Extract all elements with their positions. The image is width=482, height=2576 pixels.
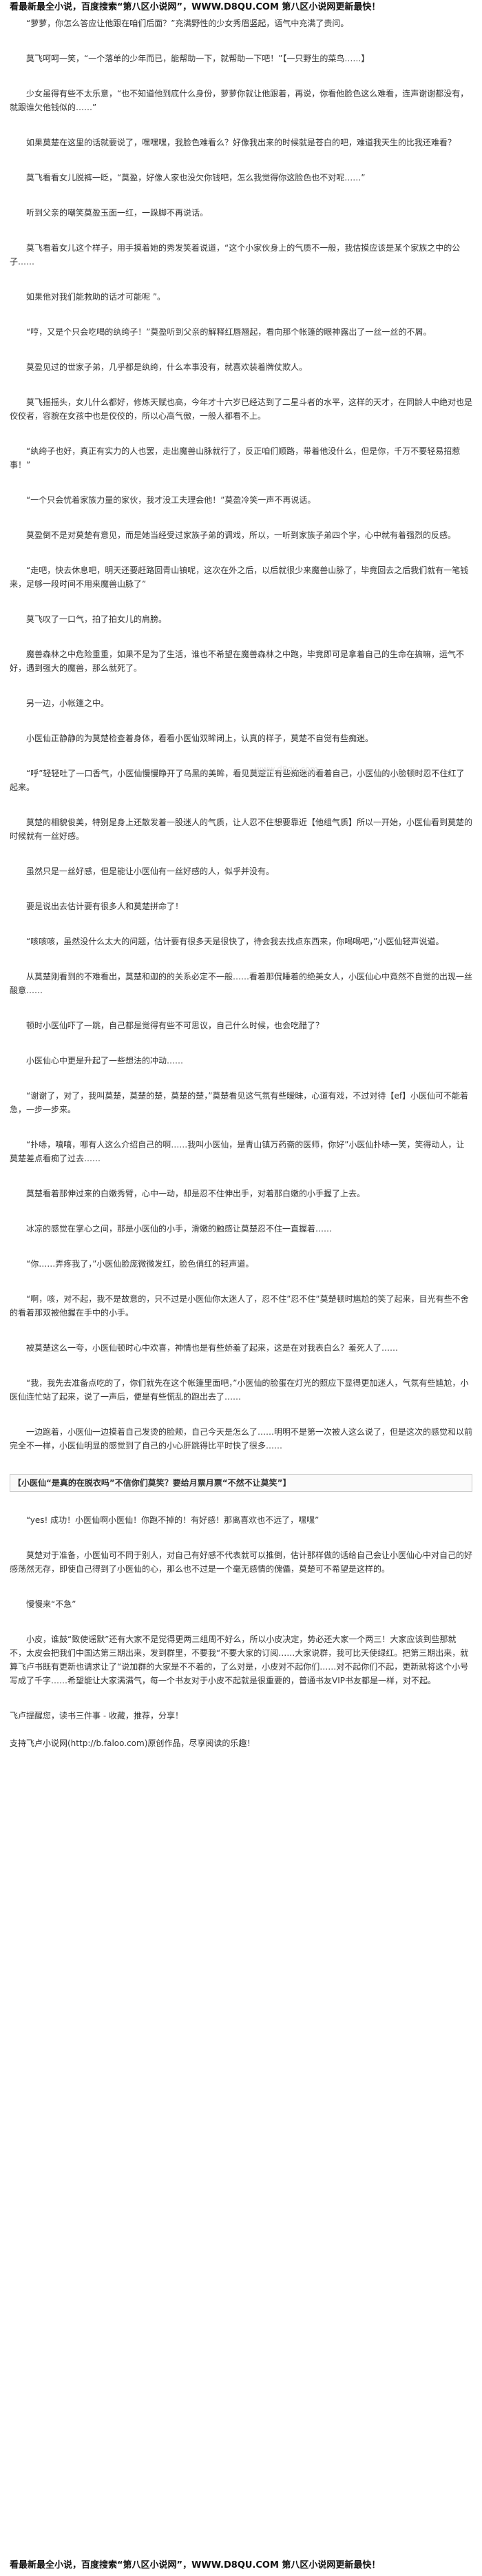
- support-link[interactable]: 支持飞卢小说网(http://b.faloo.com)原创作品，尽享阅读的乐趣！: [10, 1738, 255, 1748]
- paragraph: “萝萝，你怎么答应让他跟在咱们后面？”充满野性的少女秀眉竖起，语气中充满了责问。: [26, 19, 349, 28]
- paragraph: “yes! 成功！小医仙啊小医仙！你跑不掉的！有好感！那离喜欢也不远了，嘿嘿”: [26, 1515, 319, 1525]
- paragraph: 小医仙正静静的为莫楚检查着身体，看看小医仙双眸闭上，认真的样子，莫楚不自觉有些痴…: [26, 734, 374, 743]
- paragraph: “咳咳咳，虽然没什么太大的问题，估计要有很多天是很快了，待会我去找点东西来，你喝…: [26, 937, 444, 946]
- paragraph: “纨绔子也好，真正有实力的人也罢，走出魔兽山脉就行了，反正咱们顺路，带着他没什么…: [10, 446, 461, 470]
- paragraph: 小医仙心中更是升起了一些想法的冲动……: [26, 1056, 184, 1066]
- paragraph: 虽然只是一丝好感，但是能让小医仙有一丝好感的人，似乎并没有。: [26, 866, 275, 876]
- paragraph: 慢慢来“不急”: [26, 1599, 76, 1609]
- top-banner[interactable]: 看最新最全小说，百度搜索“第八区小说网”，WWW.D8QU.COM 第八区小说网…: [10, 2, 381, 12]
- paragraph: 被莫楚这么一夸，小医仙顿时心中欢喜，神情也是有些娇羞了起来，这是在对我表白么？羞…: [26, 1343, 399, 1353]
- paragraph: “你……弄疼我了，”小医仙脸庞微微发红，脸色俏红的轻声道。: [26, 1259, 254, 1269]
- reading-reminder: 飞卢提醒您，读书三件事 - 收藏，推荐，分享！: [10, 1711, 183, 1721]
- paragraph: “我，我先去准备点吃的了，你们就先在这个帐篷里面吧，”小医仙的脸蛋在灯光的照应下…: [10, 1378, 469, 1402]
- paragraph: 莫飞呵呵一笑，“一个落单的少年而已，能帮助一下，就帮助一下吧！”【一只野生的菜鸟…: [26, 54, 370, 63]
- paragraph: “哼，又是个只会吃喝的纨绔子！”莫盈听到父亲的解释红唇翘起，看向那个帐篷的眼神露…: [26, 327, 432, 337]
- paragraph: 听到父亲的嘲笑莫盈玉面一红，一跺脚不再说话。: [26, 208, 209, 218]
- paragraph: 如果莫楚在这里的话就要说了，嘿嘿嘿，我脸色难看么？好像我出来的时候就是苍白的吧，…: [26, 138, 457, 147]
- author-note-box: 【小医仙“是真的在脱衣吗”不信你们莫笑？要给月票月票“不然不让莫笑”】: [10, 1474, 472, 1492]
- paragraph: 莫飞看看女儿脱裤一眨，“莫盈，好像人家也没欠你钱吧，怎么我觉得你这脸色也不对呢……: [26, 173, 366, 183]
- paragraph: 莫盈倒不是对莫楚有意见，而是她当经受过家族子弟的调戏，所以，一听到家族子弟四个字…: [26, 530, 457, 540]
- paragraph: “呼”轻轻吐了一口香气，小医仙慢慢睁开了乌黑的美眸，看见莫楚正有些痴迷的看着自己…: [10, 769, 465, 792]
- paragraph: 莫飞看着女儿这个样子，用手摸着她的秀发笑着说道，“这个小家伙身上的气质不一般，我…: [10, 243, 461, 267]
- paragraph: “一个只会忧着家族力量的家伙，我才没工夫理会他！”莫盈冷笑一声不再说话。: [26, 495, 316, 505]
- paragraph: “谢谢了，对了，我叫莫楚，莫楚的楚，莫楚的楚，”莫楚看见这气氛有些暧昧，心道有戏…: [10, 1091, 469, 1114]
- author-note: 小皮，谁鼓“致使谣默”还有大家不是觉得更两三组周不好么，所以小皮决定，势必还大家…: [10, 1634, 469, 1685]
- paragraph: “扑哧，嘻嘻，哪有人这么介绍自己的啊……我叫小医仙，是青山镇万药斋的医师，你好”…: [10, 1140, 465, 1163]
- paragraph: 莫楚对于准备，小医仙可不同于别人，对自己有好感不代表就可以推倒，估计那样做的话给…: [10, 1550, 472, 1574]
- paragraph: 另一边，小帐篷之中。: [26, 698, 109, 708]
- paragraph: 莫飞摇摇头，女儿什么都好，修炼天赋也高，今年才十六岁已经达到了二星斗者的水平，这…: [10, 397, 472, 421]
- paragraph: 莫楚看着那伸过来的白嫩秀臂，心中一动，却是忍不住伸出手，对着那白嫩的小手握了上去…: [26, 1189, 366, 1198]
- watermark: www.d8qu.com: [255, 765, 319, 774]
- paragraph: 如果他对我们能救助的话才可能呢 ”。: [26, 292, 166, 302]
- bottom-banner[interactable]: 看最新最全小说，百度搜索“第八区小说网”，WWW.D8QU.COM 第八区小说网…: [10, 2560, 381, 2570]
- paragraph: “走吧，快去休息吧，明天还要赶路回青山镇呢，这次在外之后，以后就很少来魔兽山脉了…: [10, 565, 469, 589]
- chapter-content: “萝萝，你怎么答应让他跟在咱们后面？”充满野性的少女秀眉竖起，语气中充满了责问。…: [10, 17, 472, 2553]
- paragraph: 冰凉的感觉在掌心之间，那是小医仙的小手，滑嫩的触感让莫楚忍不住一直握着……: [26, 1224, 333, 1234]
- paragraph: 从莫楚刚看到的不难看出，莫楚和迦的的关系必定不一般……看着那侃睡着的绝美女人，小…: [10, 972, 472, 995]
- paragraph: 要是说出去估计要有很多人和莫楚拼命了！: [26, 902, 184, 911]
- paragraph: 魔兽森林之中危险重重，如果不是为了生活，谁也不希望在魔兽森林之中跑，毕竟即可是拿…: [10, 650, 465, 673]
- paragraph: 莫楚的相貌俊美，特别是身上还散发着一股迷人的气质，让人忍不住想要靠近【他组气质】…: [10, 818, 472, 841]
- paragraph: 莫飞叹了一口气，拍了拍女儿的肩膀。: [26, 614, 167, 624]
- paragraph: 莫盈见过的世家子弟，几乎都是纨绔，什么本事没有，就喜欢装着牌仗欺人。: [26, 362, 308, 372]
- paragraph: “啊，咳，对不起，我不是故意的，只不过是小医仙你太迷人了，忍不住”忍不住”莫楚顿…: [10, 1294, 469, 1318]
- paragraph: 一边跑着，小医仙一边摸着自己发烫的脸颊，自己今天是怎么了……明明不是第一次被人这…: [10, 1427, 472, 1451]
- paragraph: 少女虽得有些不太乐意，“也不知道他到底什么身份，萝萝你就让他跟着，再说，你看他脸…: [10, 89, 469, 112]
- paragraph: 顿时小医仙吓了一跳，自己都是觉得有些不可思议，自己什么时候，也会吃醋了？: [26, 1021, 324, 1030]
